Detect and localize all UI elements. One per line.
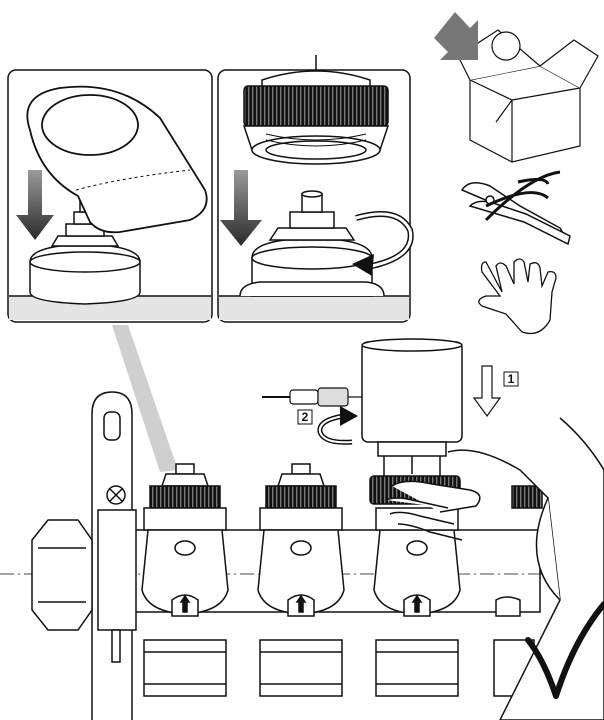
down-arrow-icon xyxy=(16,170,54,240)
adapter-ring xyxy=(242,55,390,165)
svg-text:1: 1 xyxy=(508,372,515,386)
valve-4-partial xyxy=(493,461,543,697)
box-arrow-icon xyxy=(434,12,599,163)
down-arrow-icon-2 xyxy=(220,170,262,246)
valve-3 xyxy=(373,507,461,697)
valve-base xyxy=(29,197,141,305)
panel-mount-ring xyxy=(217,55,414,323)
protective-cap xyxy=(26,85,208,234)
cable-connector xyxy=(262,387,362,407)
valve-2 xyxy=(257,463,345,697)
checkmark-icon xyxy=(525,601,604,699)
hand-holding-actuator xyxy=(385,417,604,720)
actuator xyxy=(361,338,463,505)
panel-remove-cap xyxy=(7,69,213,323)
rotate-arrow-icon xyxy=(352,211,414,276)
step-2-label: 2 xyxy=(297,409,313,425)
down-arrow-step1-icon xyxy=(472,365,502,418)
rotate-arrow-small-icon xyxy=(317,406,358,445)
callout-wedge xyxy=(112,325,178,472)
valve-1 xyxy=(141,463,229,697)
valve-base-2 xyxy=(239,190,385,297)
svg-text:2: 2 xyxy=(302,410,309,424)
step-1-label: 1 xyxy=(503,371,519,387)
hand-icon xyxy=(478,258,557,335)
crossed-pliers-icon xyxy=(460,170,571,246)
